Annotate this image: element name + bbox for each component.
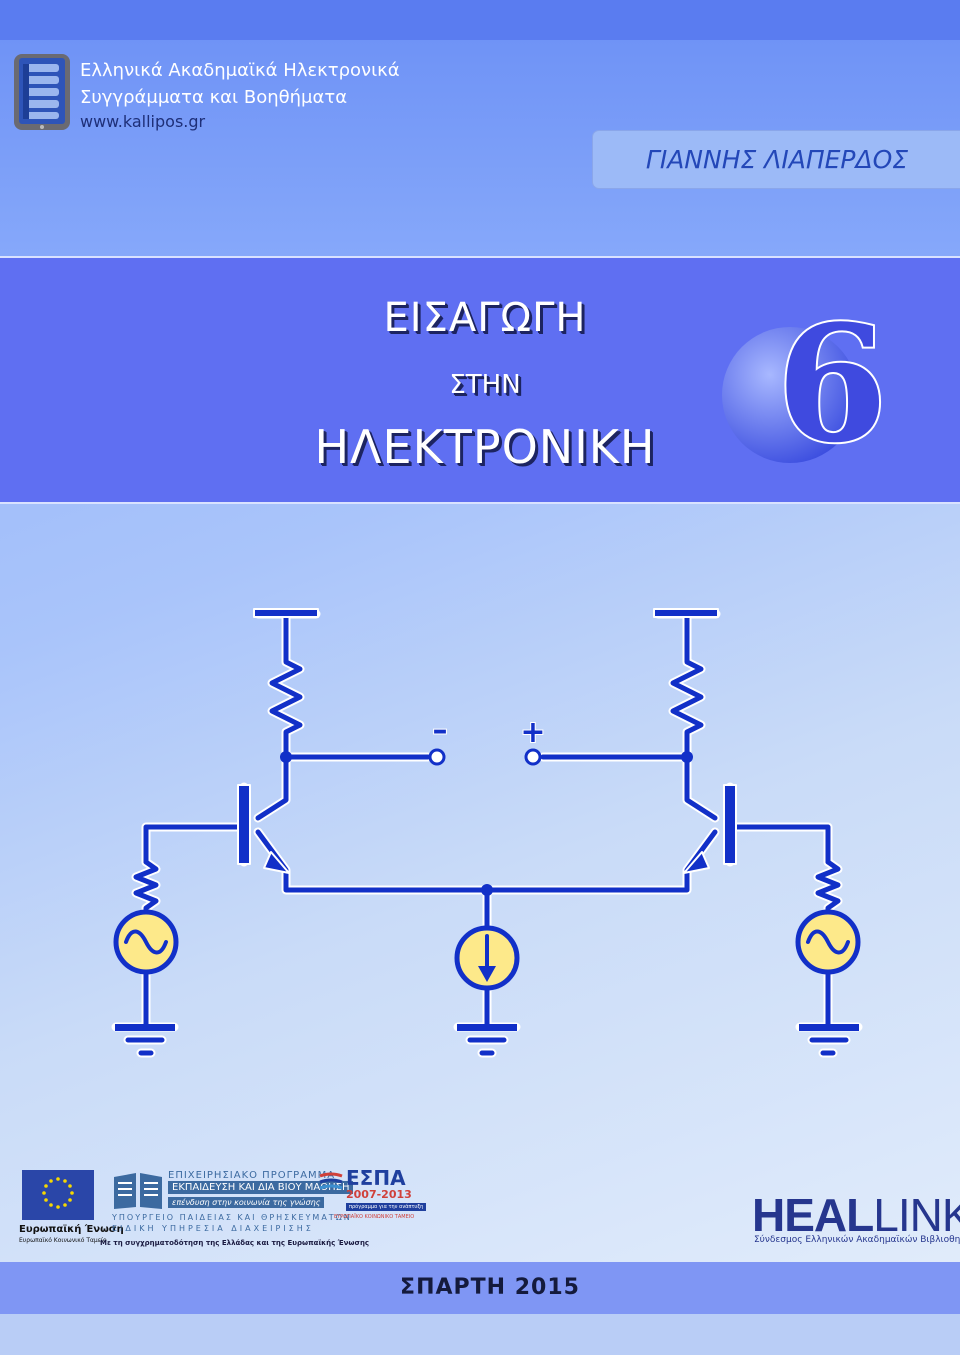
ground-right [799, 1024, 859, 1031]
supply-rail-left [253, 608, 319, 618]
junction-dot [681, 751, 693, 763]
junction-dot [481, 884, 493, 896]
sine-wave-icon [124, 929, 168, 955]
espa-title: ΕΣΠΑ [346, 1166, 406, 1190]
program-name: ΕΚΠΑΙΔΕΥΣΗ ΚΑΙ ΔΙΑ ΒΙΟΥ ΜΑΘΗΣΗ [168, 1181, 354, 1194]
publisher-url[interactable]: www.kallipos.gr [80, 112, 206, 131]
title-line2: ΣΤΗΝ [449, 370, 521, 400]
heallink-subtitle: Σύνδεσμος Ελληνικών Ακαδημαϊκών Βιβλιοθη… [754, 1235, 960, 1245]
eu-flag [22, 1170, 94, 1220]
transistor-left-base [237, 784, 251, 865]
output-terminal-plus [524, 748, 542, 766]
publisher-line1: Ελληνικά Ακαδημαϊκά Ηλεκτρονικά [80, 60, 400, 81]
heallink-bold: HEAL [752, 1189, 874, 1241]
title-line3: ΗΛΕΚΤΡΟΝΙΚΗ [314, 420, 656, 474]
author-box: ΓΙΑΝΝΗΣ ΛΙΑΠΕΡΔΟΣ [592, 130, 960, 189]
emitter-arrow-left [263, 851, 290, 874]
program-title: ΕΠΙΧΕΙΡΗΣΙΑΚΟ ΠΡΟΓΡΑΜΜΑ [168, 1170, 336, 1181]
ground-center [457, 1024, 517, 1031]
volume-badge-sphere [722, 327, 858, 463]
program-book-logo-icon [114, 1173, 162, 1209]
plus-label: + [520, 715, 545, 750]
transistor-right-base [723, 784, 737, 865]
emitter-arrow-right [683, 851, 710, 874]
espa-years: 2007-2013 [346, 1188, 412, 1201]
title-line1: ΕΙΣΑΓΩΓΗ [383, 295, 587, 341]
current-arrow-head [478, 966, 496, 982]
author-name: ΓΙΑΝΝΗΣ ΛΙΑΠΕΡΔΟΣ [645, 145, 909, 174]
publisher-line2: Συγγράμματα και Βοηθήματα [80, 87, 348, 108]
espa-logo-icon [319, 1172, 343, 1190]
volume-number: 6 [776, 290, 887, 478]
funding-note: Με τη συγχρηματοδότηση της Ελλάδας και τ… [100, 1239, 370, 1247]
title-band-top-line [0, 256, 960, 258]
espa-fund: ΕΥΡΩΠΑΪΚΟ ΚΟΙΝΩΝΙΚΟ ΤΑΜΕΙΟ [334, 1214, 415, 1220]
differential-amplifier-circuit [111, 608, 863, 1058]
footer-band-bottom [0, 1314, 960, 1355]
program-slogan: επένδυση στην κοινωνία της γνώσης [168, 1197, 325, 1208]
eu-fund-label: Ευρωπαϊκό Κοινωνικό Ταμείο [19, 1237, 107, 1244]
junction-dot [280, 751, 292, 763]
kallipos-logo-icon [14, 54, 70, 130]
footer-band [0, 1262, 960, 1314]
ministry-service: ΕΙΔΙΚΗ ΥΠΗΡΕΣΙΑ ΔΙΑΧΕΙΡΙΣΗΣ [112, 1224, 314, 1233]
city-year: ΣΠΑΡΤΗ 2015 [400, 1275, 580, 1300]
supply-rail-right [653, 608, 719, 618]
espa-slogan: πρόγραμμα για την ανάπτυξη [346, 1203, 427, 1211]
heallink-light: LINK [873, 1189, 960, 1241]
minus-label: – [433, 713, 448, 748]
eu-label: Ευρωπαϊκή Ένωση [19, 1224, 124, 1235]
heallink-logo: HEALLINK [752, 1188, 960, 1242]
ground-left [115, 1024, 175, 1031]
title-band-bottom-line [0, 502, 960, 504]
output-terminal-minus [428, 748, 446, 766]
ministry-name: ΥΠΟΥΡΓΕΙΟ ΠΑΙΔΕΙΑΣ ΚΑΙ ΘΡΗΣΚΕΥΜΑΤΩΝ [112, 1213, 352, 1222]
sine-wave-icon [806, 929, 850, 955]
top-strip [0, 0, 960, 40]
eu-flag-icon [22, 1170, 94, 1220]
